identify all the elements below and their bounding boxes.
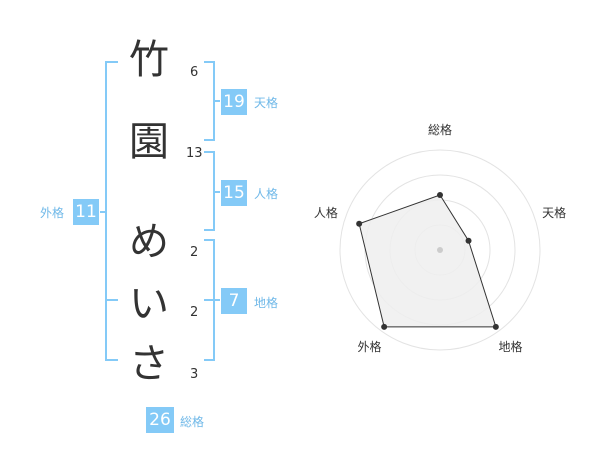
- name-char-4: い: [129, 281, 169, 327]
- chikaku-badge: 7: [221, 288, 247, 314]
- radar-point-5: [356, 220, 363, 227]
- radar-point-2: [465, 237, 472, 244]
- gaikaku-bracket: [105, 61, 118, 361]
- soukaku-badge: 26: [146, 407, 174, 433]
- stroke-count-1: 6: [190, 65, 199, 80]
- jinkaku-badge: 15: [221, 180, 247, 206]
- stroke-count-5: 3: [190, 367, 199, 382]
- jinkaku-bracket: [204, 151, 215, 231]
- radar-axis-label-3: 地格: [499, 339, 523, 354]
- radar-axis-label-1: 総格: [428, 122, 452, 137]
- radar-center: [437, 247, 443, 253]
- soukaku-label: 総格: [180, 415, 205, 429]
- name-char-2: 園: [129, 119, 169, 165]
- radar-axis-label-4: 外格: [357, 339, 381, 354]
- radar-point-3: [492, 323, 499, 330]
- tenkaku-label: 天格: [254, 96, 279, 110]
- stroke-count-2: 13: [186, 146, 203, 161]
- gaikaku-badge: 11: [73, 199, 99, 225]
- stroke-count-4: 2: [190, 305, 199, 320]
- tenkaku-badge: 19: [221, 89, 247, 115]
- radar-point-4: [381, 323, 388, 330]
- radar-axis-label-5: 人格: [314, 205, 338, 220]
- gaikaku-label: 外格: [40, 206, 65, 220]
- stroke-count-3: 2: [190, 245, 199, 260]
- name-char-1: 竹: [129, 37, 169, 83]
- radar-polygon: [358, 194, 497, 328]
- name-char-3: め: [129, 219, 169, 265]
- name-char-5: さ: [129, 341, 169, 387]
- radar-ring-4: [339, 149, 541, 351]
- jinkaku-label: 人格: [254, 187, 279, 201]
- radar-axis-label-2: 天格: [542, 205, 566, 220]
- chikaku-label: 地格: [254, 296, 279, 310]
- radar-point-1: [437, 192, 443, 198]
- tenkaku-bracket: [204, 61, 215, 141]
